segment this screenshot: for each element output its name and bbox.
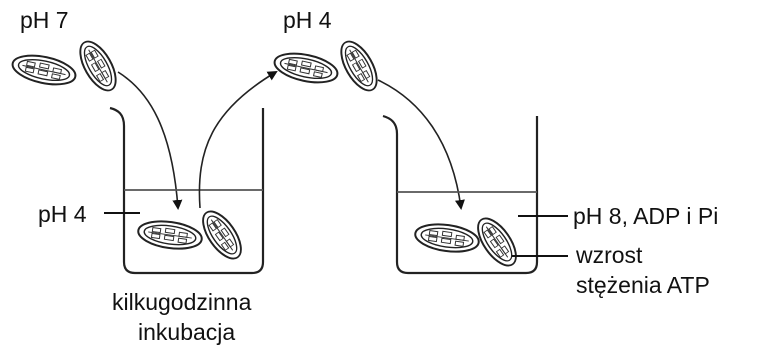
result-label-line-2: stężenia ATP: [576, 272, 710, 298]
result-label-line-1: wzrost: [575, 242, 643, 268]
incubation-label-line-1: kilkugodzinna: [112, 289, 252, 315]
chloroplast-icon: [412, 219, 482, 257]
label-beaker-1-solution: pH 4: [38, 201, 87, 227]
chloroplast-icon: [194, 204, 250, 266]
incubation-label-line-2: inkubacja: [138, 319, 235, 345]
arrow-into-beaker-1: [117, 71, 183, 210]
chloroplast-icon: [8, 49, 80, 91]
chloroplast-icon: [135, 216, 205, 254]
label-ph-start: pH 7: [20, 7, 69, 33]
label-beaker-2-solution: pH 8, ADP i Pi: [573, 203, 718, 229]
arrow-into-beaker-2: [377, 79, 465, 210]
beaker-2: [382, 114, 539, 275]
label-ph-mid: pH 4: [283, 7, 332, 33]
arrow-out-of-beaker-1: [198, 70, 278, 209]
chloroplast-icon: [270, 47, 342, 89]
chloroplast-icon: [72, 34, 124, 98]
chloroplast-icon: [333, 34, 385, 98]
beaker-1: [109, 106, 265, 275]
